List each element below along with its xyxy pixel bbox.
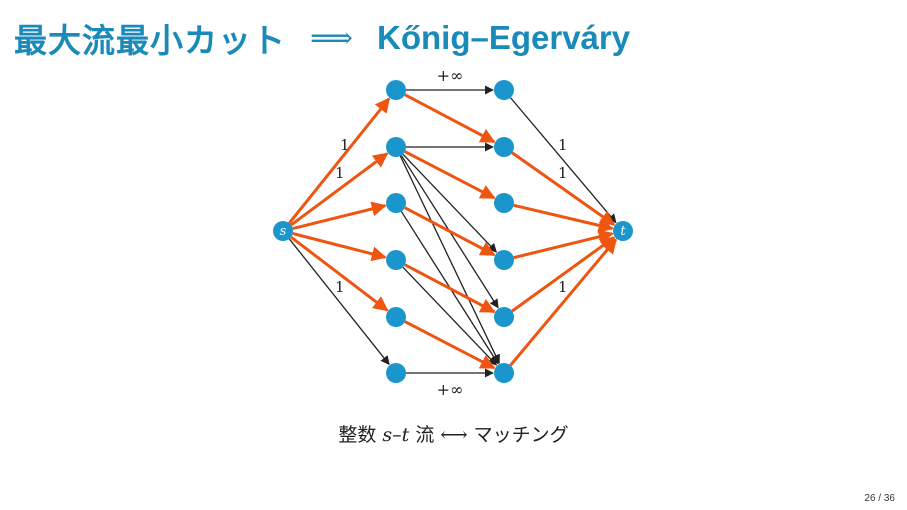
slide-title: 最大流最小カット ⟹ Kőnig–Egerváry [14,14,630,62]
edge-R2-t-flow [511,151,616,226]
edge-label-s-lower: 1 [335,278,345,296]
edge-R1-t [509,97,617,224]
implies-arrow: ⟹ [310,20,354,56]
node-label-t: t [620,224,626,239]
caption-middle: 流 ⟷ [409,424,474,446]
edge-L4-R6 [402,266,498,366]
edge-L2-R6 [399,155,500,364]
edge-s-L5-flow [290,235,389,312]
caption: 整数 s–t 流 ⟷ マッチング [0,420,907,447]
edge-R4-t-flow [513,229,614,260]
node-R2 [494,137,514,157]
page-number: 26 / 36 [864,493,895,504]
node-R6 [494,363,514,383]
node-L3 [386,193,406,213]
edge-R3-t-flow [513,203,614,233]
edge-L1-R2-flow [404,93,496,144]
node-s [273,221,293,241]
node-R1 [494,80,514,100]
edge-label-top-infinity: +∞ [437,66,464,85]
edge-L5-R6-flow [404,320,496,370]
node-L2 [386,137,406,157]
caption-prefix: 整数 [338,424,383,446]
edge-label-t-mid: 1 [558,164,568,182]
edge-s-L1-flow [288,97,391,225]
edges-layer [288,85,618,378]
edge-R6-t-flow [509,238,618,367]
edge-s-L2-flow [290,152,389,227]
node-L4 [386,250,406,270]
title-japanese: 最大流最小カット [14,21,286,60]
edge-label-s-upper: 1 [340,136,350,154]
edge-label-s-mid: 1 [335,164,345,182]
node-R5 [494,307,514,327]
edge-s-L3-flow [292,201,387,231]
node-R4 [494,250,514,270]
edge-L2-R4 [402,153,498,253]
node-L6 [386,363,406,383]
edge-label-bottom-infinity: +∞ [437,380,464,399]
caption-matching: マッチング [473,424,569,446]
edge-label-t-upper: 1 [558,136,568,154]
edge-s-L4-flow [292,232,387,262]
node-R3 [494,193,514,213]
node-t [613,221,633,241]
edge-L3-R4-flow [404,206,496,257]
title-konig-egervary: Kőnig–Egerváry [377,19,631,56]
node-L1 [386,80,406,100]
edge-s-L6 [288,238,390,366]
caption-st: s–t [382,424,410,446]
node-L5 [386,307,406,327]
edge-R5-t-flow [511,236,616,313]
edge-L4-R5-flow [404,263,496,314]
edge-label-t-lower: 1 [558,278,568,296]
node-label-s: s [280,224,287,239]
edge-L2-R3-flow [404,150,496,200]
